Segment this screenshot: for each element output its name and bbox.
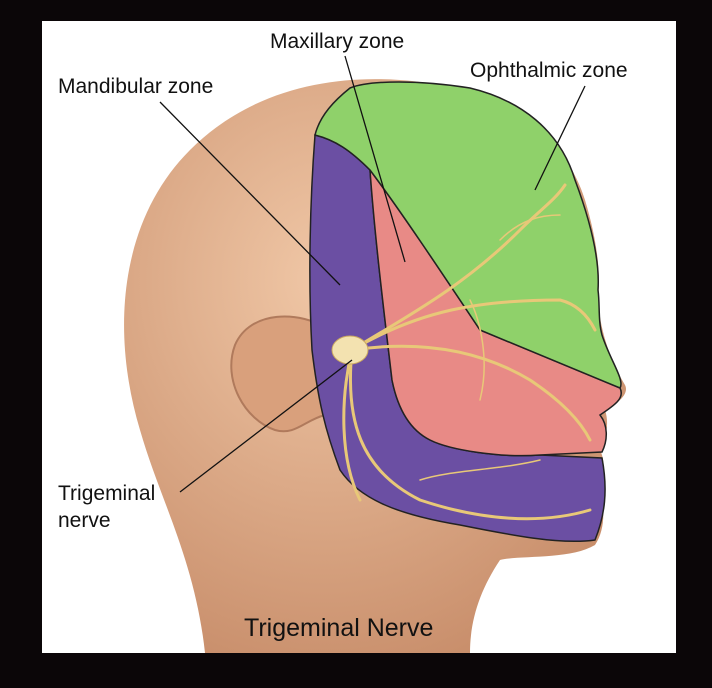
head-illustration [124, 55, 626, 653]
trigeminal-ganglion [331, 335, 369, 365]
label-trigeminal-nerve-line2: nerve [58, 509, 111, 532]
label-maxillary-zone: Maxillary zone [270, 30, 405, 53]
label-mandibular-zone: Mandibular zone [58, 75, 214, 98]
label-trigeminal-nerve-line1: Trigeminal [58, 482, 156, 505]
diagram-title: Trigeminal Nerve [244, 614, 434, 642]
leader-lines [159, 55, 586, 493]
diagram-canvas: Maxillary zone Ophthalmic zone Mandibula… [42, 21, 676, 653]
trigeminal-nerve-branches [342, 183, 597, 521]
label-ophthalmic-zone: Ophthalmic zone [470, 59, 628, 82]
ear [230, 315, 332, 433]
ophthalmic-zone [314, 81, 622, 389]
